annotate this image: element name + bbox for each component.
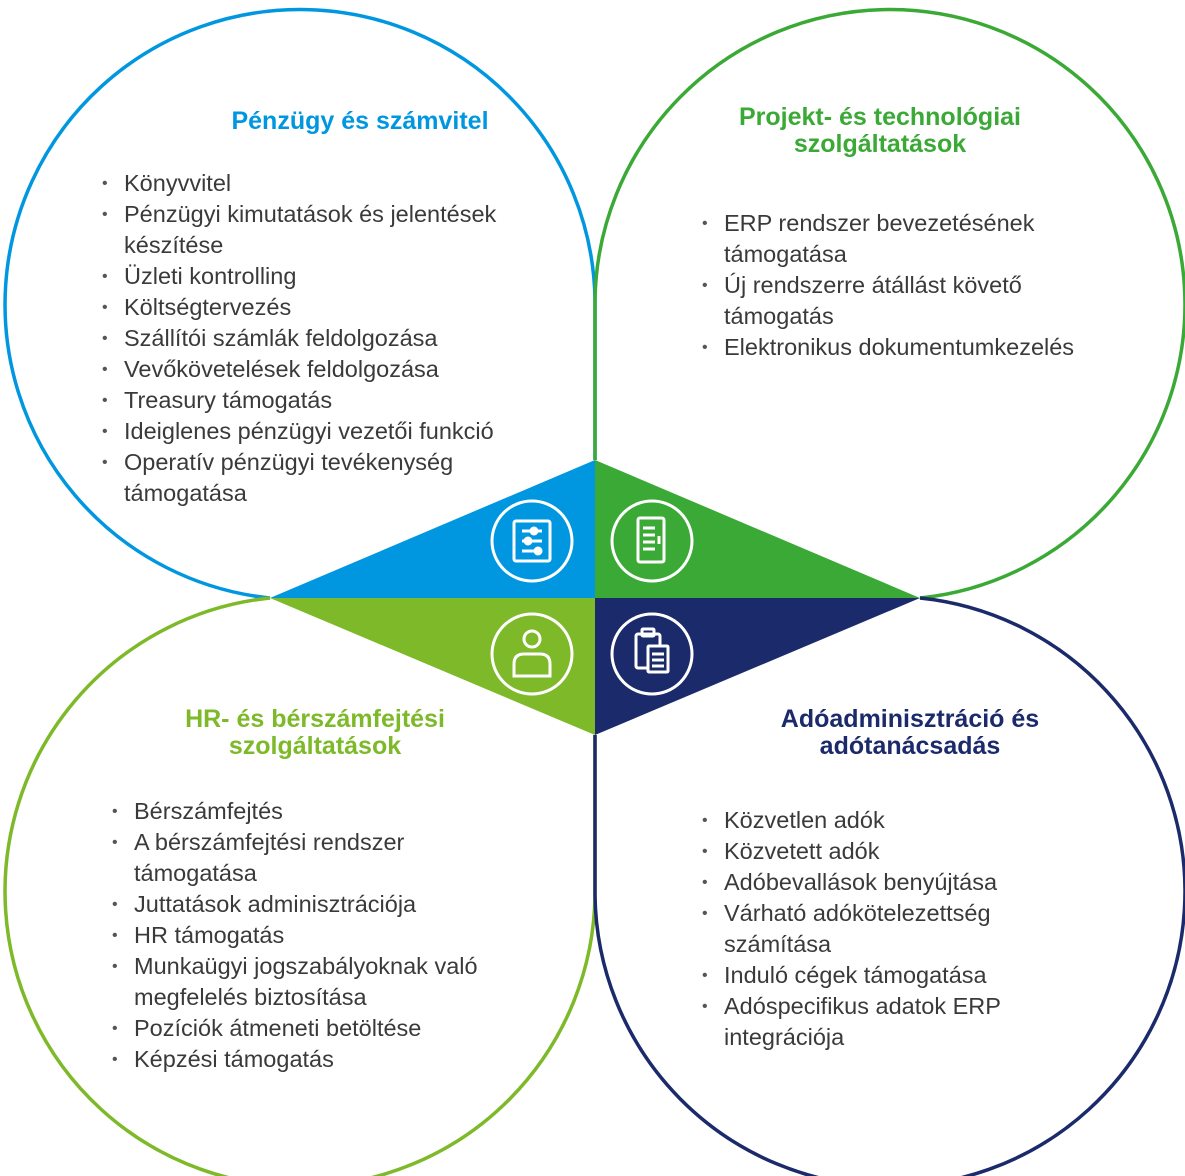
list-item: ERP rendszer bevezetésének támogatása	[700, 208, 1100, 270]
finance-title: Pénzügy és számvitel	[150, 108, 570, 135]
list-item: HR támogatás	[110, 920, 510, 951]
hr-diamond-quadrant	[270, 598, 595, 735]
list-item: Új rendszerre átállást követő támogatás	[700, 270, 1100, 332]
list-item: Elektronikus dokumentumkezelés	[700, 332, 1100, 363]
tax-diamond-quadrant	[595, 598, 920, 735]
list-item: Adóspecifikus adatok ERP integrációja	[700, 991, 1080, 1053]
project-title: Projekt- és technológiai szolgáltatások	[680, 104, 1080, 158]
list-item: Közvetett adók	[700, 836, 1080, 867]
list-item: Bérszámfejtés	[110, 796, 510, 827]
server-cabinet-icon	[610, 499, 694, 583]
project-title-line-2: szolgáltatások	[793, 130, 967, 158]
hr-title-line-2: szolgáltatások	[228, 732, 402, 760]
list-item: Operatív pénzügyi tevékenység támogatása	[100, 447, 570, 509]
hr-title-line-1: HR- és bérszámfejtési	[185, 705, 445, 733]
tax-title-line-2: adótanácsadás	[819, 732, 1001, 760]
list-item: Képzési támogatás	[110, 1044, 510, 1075]
project-petal-outline	[593, 7, 1185, 600]
list-item: Könyvvitel	[100, 168, 570, 199]
list-item: Munkaügyi jogszabályoknak való megfelelé…	[110, 951, 510, 1013]
list-item: Pozíciók átmeneti betöltése	[110, 1013, 510, 1044]
hr-petal-outline	[3, 596, 597, 1176]
list-item: Üzleti kontrolling	[100, 261, 570, 292]
list-item: Költségtervezés	[100, 292, 570, 323]
hr-title: HR- és bérszámfejtési szolgáltatások	[105, 706, 525, 760]
list-item: Várható adókötelezettség számítása	[700, 898, 1080, 960]
project-service-list: ERP rendszer bevezetésének támogatása Új…	[700, 208, 1100, 363]
hr-service-list: Bérszámfejtés A bérszámfejtési rendszer …	[110, 796, 510, 1075]
clipboard-icon	[610, 612, 694, 696]
list-item: Ideiglenes pénzügyi vezetői funkció	[100, 416, 570, 447]
list-item: Juttatások adminisztrációja	[110, 889, 510, 920]
tax-title: Adóadminisztráció és adótanácsadás	[700, 706, 1120, 760]
list-item: Szállítói számlák feldolgozása	[100, 323, 570, 354]
project-diamond-quadrant	[595, 460, 920, 598]
list-item: Induló cégek támogatása	[700, 960, 1080, 991]
tax-title-line-1: Adóadminisztráció és	[780, 705, 1040, 733]
finance-petal-outline	[3, 7, 597, 600]
list-item: A bérszámfejtési rendszer támogatása	[110, 827, 510, 889]
list-item: Pénzügyi kimutatások és jelentések készí…	[100, 199, 570, 261]
list-item: Vevőkövetelések feldolgozása	[100, 354, 570, 385]
person-icon	[490, 612, 574, 696]
list-item: Treasury támogatás	[100, 385, 570, 416]
project-title-line-1: Projekt- és technológiai	[738, 103, 1021, 131]
tax-petal-outline	[593, 596, 1185, 1176]
tax-service-list: Közvetlen adók Közvetett adók Adóbevallá…	[700, 805, 1080, 1053]
list-item: Közvetlen adók	[700, 805, 1080, 836]
finance-title-line-1: Pénzügy és számvitel	[231, 107, 489, 135]
list-item: Adóbevallások benyújtása	[700, 867, 1080, 898]
finance-service-list: Könyvvitel Pénzügyi kimutatások és jelen…	[100, 168, 570, 509]
